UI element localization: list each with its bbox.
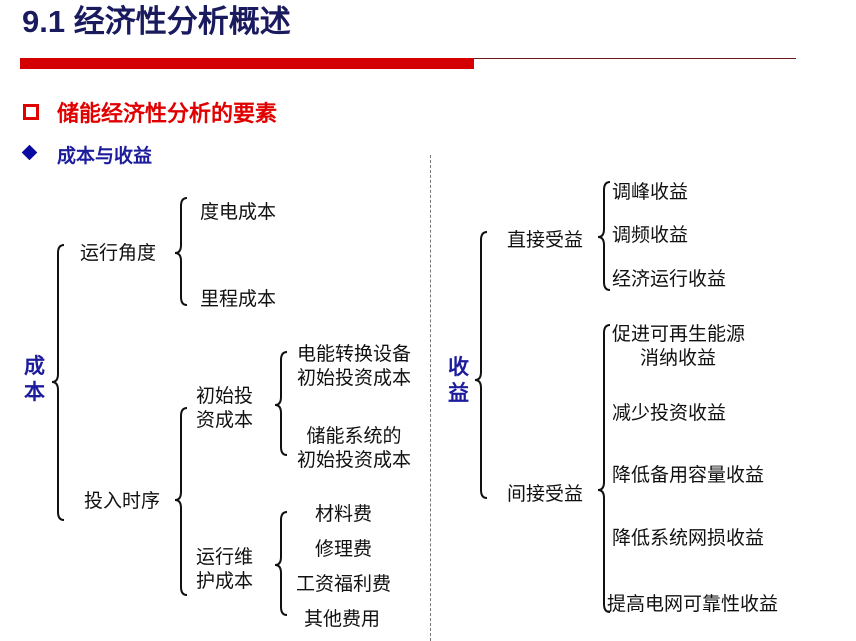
reserve-capacity-benefit: 降低备用容量收益: [612, 464, 765, 486]
dashed-divider: [430, 155, 431, 641]
title-divider-line: [474, 58, 796, 59]
cost-root-label: 成本: [24, 355, 45, 404]
initial-investment-label: 初始投资成本: [196, 385, 254, 431]
direct-benefit-label: 直接受益: [507, 229, 584, 251]
timing-brace: [174, 407, 188, 596]
investment-timing-label: 投入时序: [84, 490, 161, 512]
maintenance-brace: [274, 511, 288, 616]
conversion-equipment-cost: 电能转换设备初始投资成本: [297, 343, 412, 389]
economic-operation-benefit: 经济运行收益: [612, 268, 727, 290]
square-bullet-icon: [23, 104, 39, 120]
direct-benefit-brace: [597, 181, 611, 291]
storage-system-cost: 储能系统的初始投资成本: [297, 425, 412, 471]
material-cost: 材料费: [315, 503, 373, 525]
subsection-heading: 成本与收益: [57, 146, 153, 167]
indirect-benefit-brace: [597, 324, 611, 613]
indirect-benefit-label: 间接受益: [507, 483, 584, 505]
reliability-benefit: 提高电网可靠性收益: [607, 593, 779, 615]
page-title: 9.1 经济性分析概述: [22, 4, 291, 39]
wage-cost: 工资福利费: [296, 573, 392, 595]
renewable-consumption-benefit: 促进可再生能源消纳收益: [612, 323, 746, 369]
operation-angle-label: 运行角度: [80, 242, 157, 264]
other-cost: 其他费用: [304, 608, 381, 630]
mileage-cost: 里程成本: [200, 288, 277, 310]
section-heading: 储能经济性分析的要素: [57, 101, 278, 126]
frequency-regulation-benefit: 调频收益: [612, 224, 689, 246]
benefit-brace: [474, 231, 488, 499]
repair-cost: 修理费: [315, 538, 373, 560]
title-underline-bar: [20, 58, 474, 69]
initial-investment-brace: [274, 351, 288, 456]
peak-shaving-benefit: 调峰收益: [612, 181, 689, 203]
reduced-investment-benefit: 减少投资收益: [612, 402, 727, 424]
benefit-root-label: 收益: [448, 356, 469, 405]
cost-brace: [51, 244, 65, 521]
operation-brace: [174, 197, 188, 306]
maintenance-cost-label: 运行维护成本: [196, 546, 254, 592]
unit-energy-cost: 度电成本: [200, 201, 277, 223]
network-loss-benefit: 降低系统网损收益: [612, 527, 765, 549]
